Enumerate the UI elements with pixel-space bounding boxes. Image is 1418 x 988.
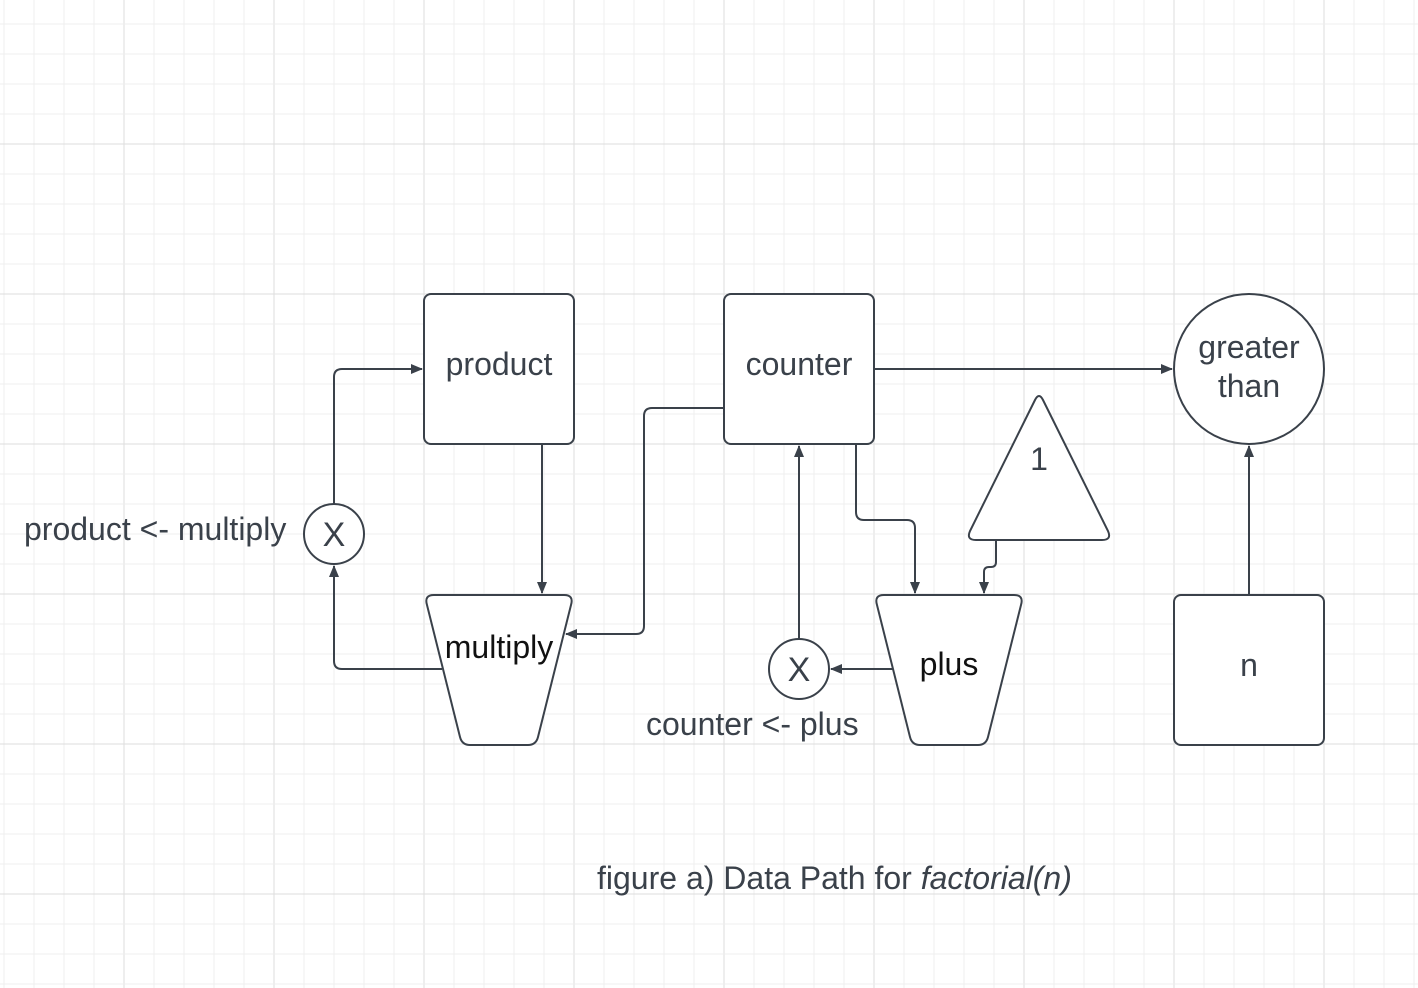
register-counter[interactable]: counter (723, 293, 875, 445)
button-counter-assign-x: X (788, 651, 811, 689)
register-counter-label: counter (746, 346, 853, 382)
figure-caption-prefix: figure a) Data Path for (597, 860, 921, 896)
figure-caption: figure a) Data Path for factorial(n) (597, 860, 1072, 896)
test-greater-than-label-line2: than (1218, 368, 1280, 404)
test-greater-than-label-line1: greater (1198, 329, 1300, 365)
edge-constant-to-plus[interactable] (979, 540, 997, 594)
button-product-assign-x: X (323, 516, 346, 554)
edge-counter-to-multiply[interactable] (565, 407, 724, 639)
register-n[interactable]: n (1173, 594, 1325, 746)
operation-plus-label: plus (920, 646, 979, 682)
constant-one-label: 1 (1030, 441, 1048, 477)
connectors (329, 364, 1254, 674)
edge-multiply-to-button-product[interactable] (329, 565, 442, 670)
edge-button-product-to-product[interactable] (333, 364, 423, 504)
edge-counter-to-plus[interactable] (855, 444, 920, 594)
test-greater-than[interactable]: greater than (1173, 293, 1325, 445)
register-n-label: n (1240, 647, 1258, 683)
operation-plus[interactable]: plus (875, 594, 1023, 746)
figure-caption-function: factorial(n) (921, 860, 1072, 896)
operation-multiply-label: multiply (445, 629, 553, 665)
register-product-label: product (446, 346, 553, 382)
button-counter-assign[interactable]: X (768, 638, 830, 700)
register-product[interactable]: product (423, 293, 575, 445)
operation-multiply[interactable]: multiply (425, 594, 573, 746)
constant-one[interactable]: 1 (967, 395, 1111, 541)
label-counter-assign: counter <- plus (646, 706, 859, 742)
button-product-assign[interactable]: X (303, 503, 365, 565)
label-product-assign: product <- multiply (24, 511, 286, 547)
